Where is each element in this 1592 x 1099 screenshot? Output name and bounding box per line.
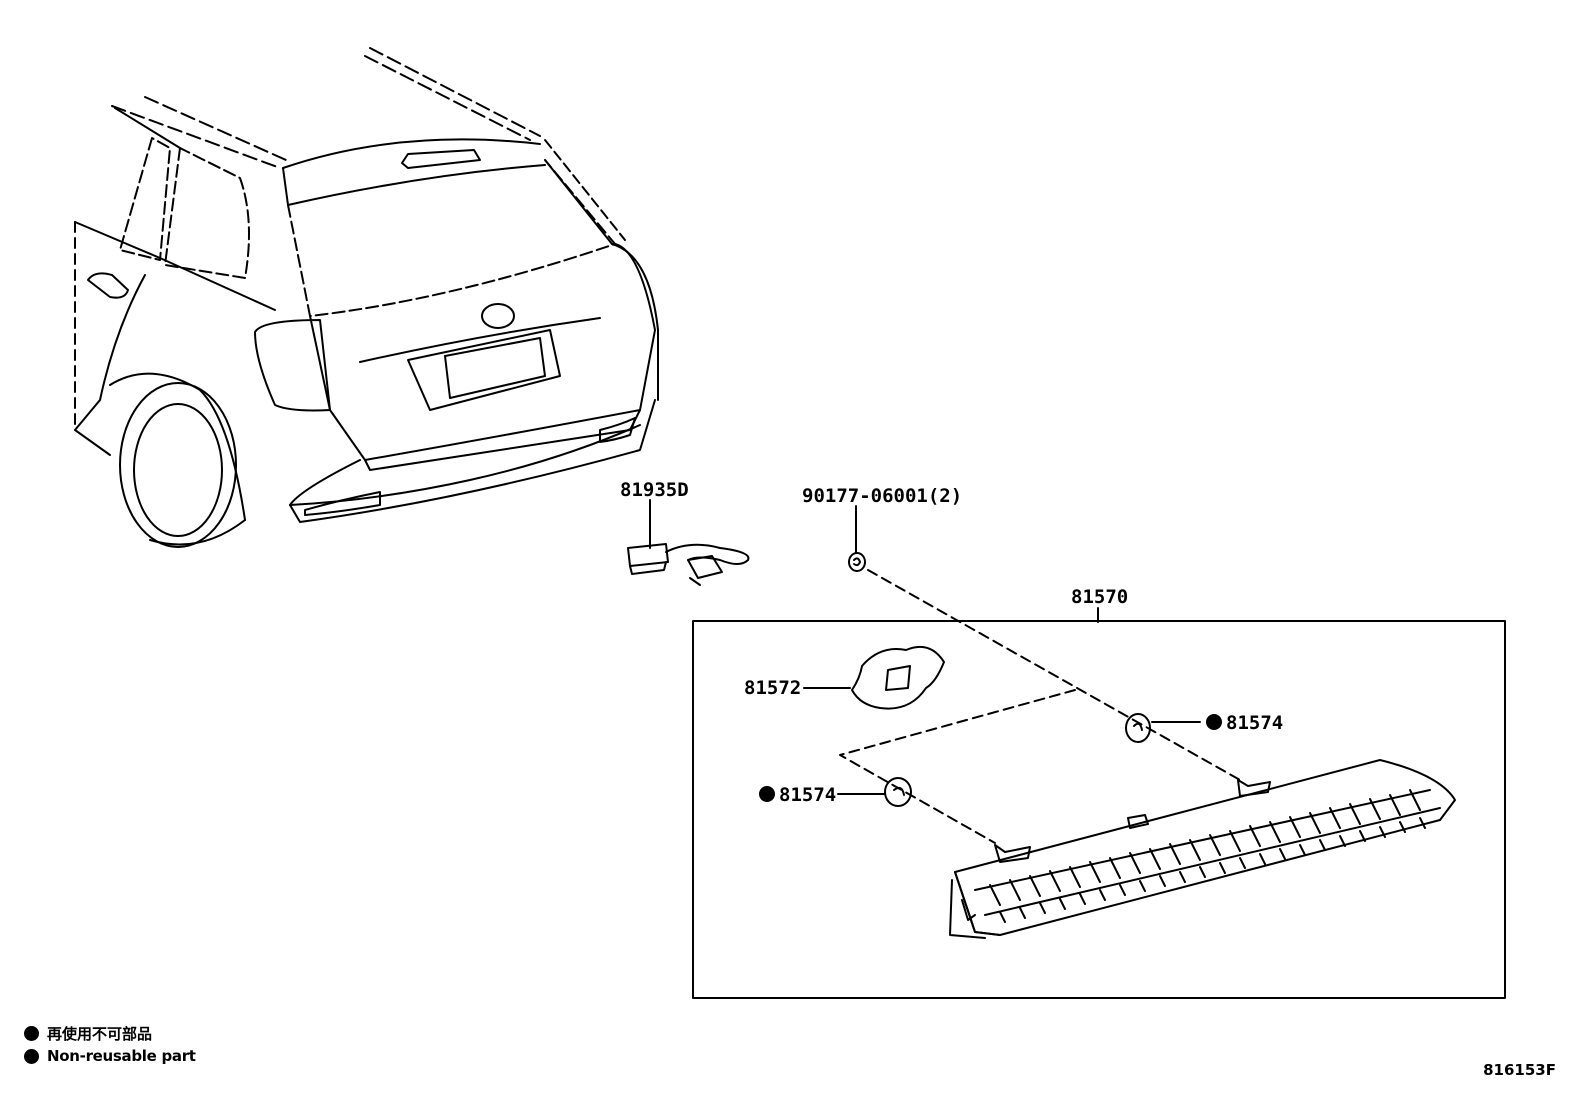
vehicle-illustration <box>74 47 659 548</box>
part-label-gasket: 81572 <box>744 677 801 699</box>
socket-leader-line <box>839 689 1076 844</box>
illustration-id: 816153F <box>1483 1061 1556 1079</box>
part-label-bulb-socket-a: 81574 <box>1226 712 1283 734</box>
part-label-harness: 81935D <box>620 479 689 501</box>
harness-part-illustration <box>627 499 750 586</box>
gasket-part-illustration <box>803 646 945 710</box>
nut-leader-line <box>867 569 1241 781</box>
legend-english: Non-reusable part <box>24 1047 196 1065</box>
legend-english-text: Non-reusable part <box>47 1047 196 1065</box>
legend-japanese: 再使用不可部品 <box>24 1023 152 1044</box>
legend-japanese-text: 再使用不可部品 <box>47 1025 153 1043</box>
nut-part-illustration <box>848 505 866 572</box>
stop-lamp-illustration <box>949 759 1456 939</box>
legend-marker-icon <box>24 1048 39 1064</box>
non-reusable-marker-b <box>759 786 775 802</box>
bulb-socket-b-illustration <box>837 777 912 807</box>
legend-marker-icon <box>24 1026 39 1041</box>
part-label-bulb-socket-b: 81574 <box>779 784 836 806</box>
bulb-socket-a-illustration <box>1125 713 1201 743</box>
part-label-nut: 90177-06001(2) <box>802 485 962 507</box>
lamp-assembly-group <box>692 607 1506 999</box>
part-label-lamp-assembly: 81570 <box>1071 586 1128 608</box>
non-reusable-marker-a <box>1206 714 1222 730</box>
